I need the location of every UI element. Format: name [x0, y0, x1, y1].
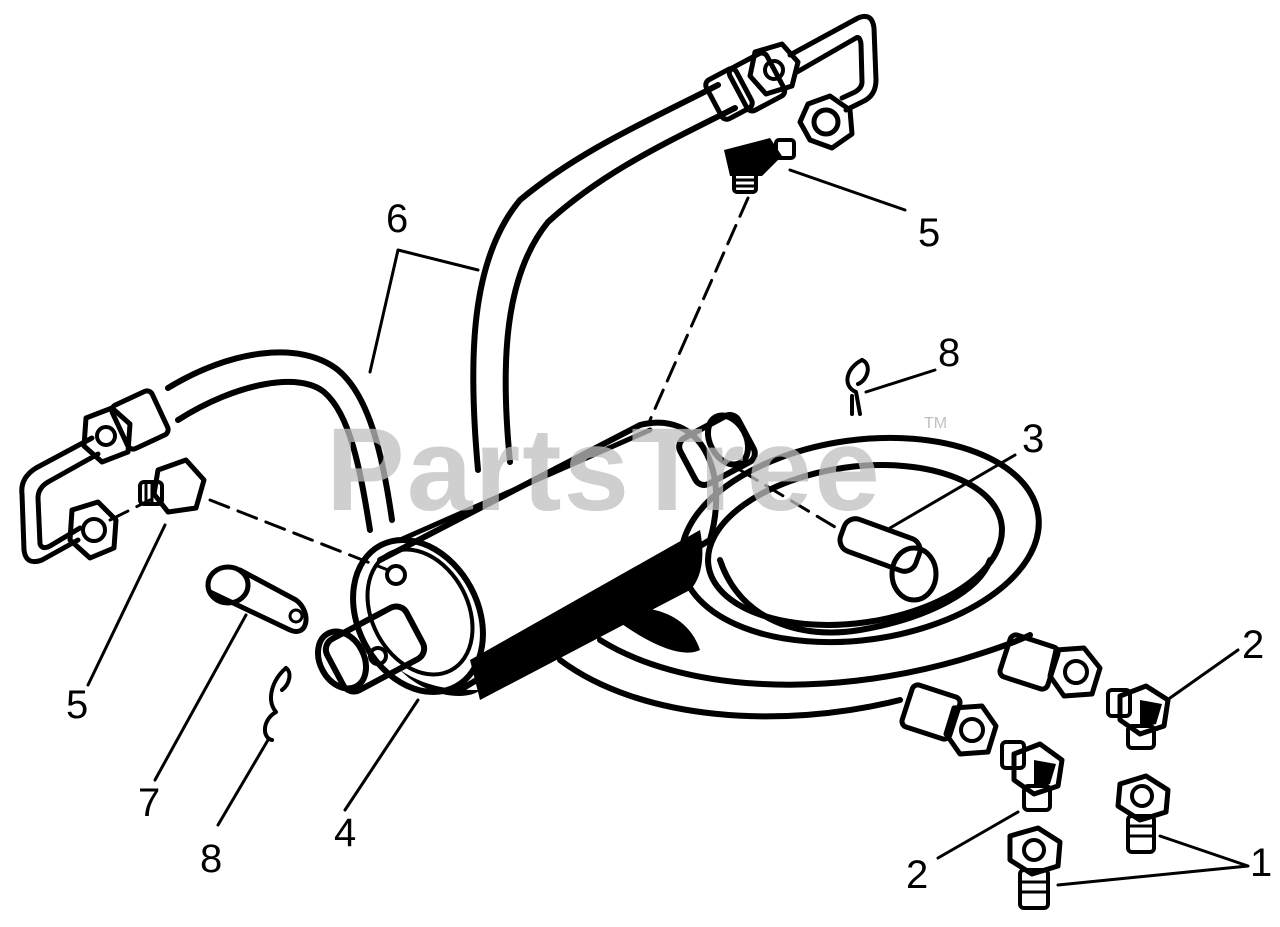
left-tube: [19, 435, 101, 565]
callout-8-upper: 8: [938, 331, 960, 375]
upper-hose-fittings: [703, 41, 801, 122]
upper-fitting: [724, 138, 796, 194]
left-hose: [165, 349, 395, 533]
callout-3: 3: [1022, 417, 1044, 461]
callout-2-right: 2: [1242, 623, 1264, 667]
elbow-lower: [1000, 740, 1065, 812]
pin-left: [205, 564, 309, 634]
callout-5-left: 5: [66, 683, 88, 727]
callout-4: 4: [334, 811, 356, 855]
callout-8-lower: 8: [200, 837, 222, 881]
callout-6: 6: [386, 197, 408, 241]
upper-right-tube: [787, 13, 879, 113]
elbow-right: [1106, 683, 1171, 750]
watermark-text: PartsTree: [326, 404, 882, 536]
partstree-watermark: PartsTree TM: [326, 404, 947, 536]
hydraulic-cylinder: [315, 412, 758, 700]
pin-right: [837, 516, 939, 603]
callout-numbers: 6 5 8 3 5 7 8 4 2 2 1: [66, 197, 1272, 897]
left-hex-nut: [67, 499, 119, 561]
lower-hose-fittings: [899, 632, 1103, 757]
watermark-trademark: TM: [924, 415, 947, 432]
upper-hose: [470, 82, 738, 473]
callout-5-upper: 5: [918, 211, 940, 255]
callout-2-lower: 2: [906, 853, 928, 897]
alignment-lines: [108, 196, 842, 572]
callout-7: 7: [138, 781, 160, 825]
clip-upper: [845, 358, 870, 416]
left-hose-fittings: [81, 388, 171, 465]
callout-1: 1: [1250, 841, 1272, 885]
left-fitting: [138, 457, 207, 515]
adapter-right: [1115, 773, 1171, 854]
upper-hex-nut: [797, 93, 855, 151]
clip-lower: [263, 666, 292, 742]
leader-lines: [86, 168, 1250, 887]
adapter-lower: [1007, 825, 1063, 910]
